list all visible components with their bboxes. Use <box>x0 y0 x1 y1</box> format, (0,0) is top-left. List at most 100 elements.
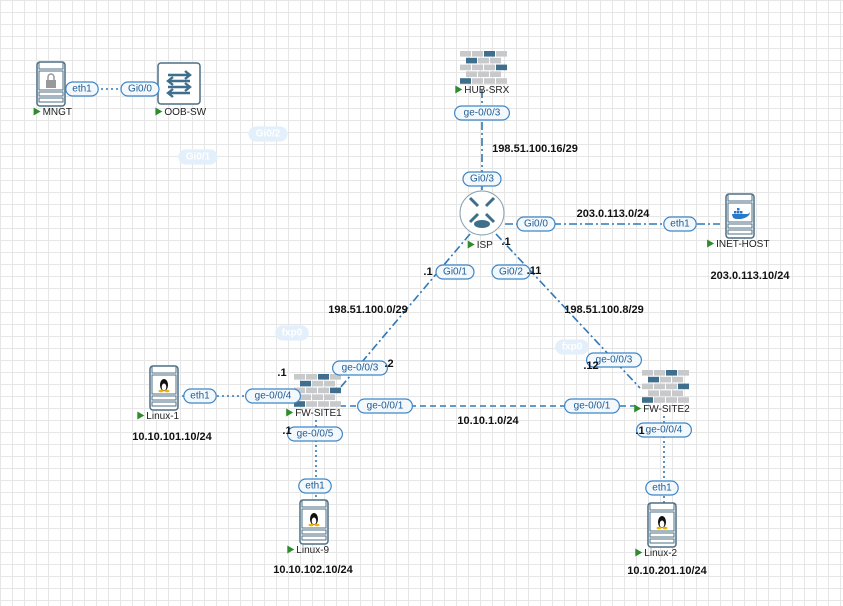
port-label[interactable]: Gi0/0 <box>120 81 160 97</box>
firewall-brick <box>460 51 471 57</box>
router-arrow <box>484 196 496 208</box>
port-text: eth1 <box>190 391 210 402</box>
play-icon <box>455 85 463 94</box>
firewall-brick <box>306 374 317 380</box>
node-linux-1[interactable]: Linux-1 <box>137 365 180 422</box>
port-text: Gi0/2 <box>256 129 281 140</box>
firewall-brick <box>678 383 689 390</box>
subnet-label: 203.0.113.0/24 <box>577 208 651 220</box>
subnet-label: 10.10.102.10/24 <box>273 564 353 576</box>
subnet-label: 198.51.100.0/29 <box>328 304 408 316</box>
port-label[interactable]: ge-0/0/1 <box>357 398 414 414</box>
port-pill <box>563 398 620 414</box>
port-pill <box>663 216 697 232</box>
firewall-brick <box>318 374 329 380</box>
port-label[interactable]: ge-0/0/5 <box>287 426 344 442</box>
linux-foot <box>308 523 314 527</box>
node-fw-site2[interactable]: FW-SITE2 <box>634 370 690 415</box>
ip-suffix-label: .1 <box>282 425 291 437</box>
router-arrow <box>468 196 480 208</box>
port-label[interactable]: eth1 <box>183 388 217 404</box>
play-icon <box>155 107 163 116</box>
port-text: ge-0/0/4 <box>646 425 683 436</box>
port-label[interactable]: ge-0/0/3 <box>332 360 389 376</box>
node-inet-host[interactable]: INET-HOST <box>707 193 769 250</box>
port-label[interactable]: Gi0/2 <box>248 126 288 142</box>
port-text: ge-0/0/1 <box>367 401 404 412</box>
firewall-brick <box>330 387 341 394</box>
port-label[interactable]: Gi0/3 <box>462 171 502 187</box>
nodes-layer: MNGT OOB-SW HUB-SRX ISP INET-HOST FW-SITE1 FW-… <box>33 51 769 559</box>
firewall-brick <box>654 383 665 390</box>
port-pill <box>516 216 556 232</box>
subnet-label: 10.10.201.10/24 <box>627 565 707 577</box>
port-pill <box>645 480 679 496</box>
firewall-brick <box>318 387 329 394</box>
port-label[interactable]: ge-0/0/4 <box>635 422 692 438</box>
firewall-brick <box>642 397 653 403</box>
node-hub-srx[interactable]: HUB-SRX <box>455 51 510 96</box>
port-pill <box>65 81 99 97</box>
port-label[interactable]: Gi0/1 <box>435 264 475 280</box>
port-label[interactable]: fxp0 <box>275 325 309 341</box>
server-bay <box>649 538 675 544</box>
port-label[interactable]: ge-0/0/1 <box>563 398 620 414</box>
server-bay <box>38 61 64 70</box>
port-label[interactable]: Gi0/1 <box>178 149 218 165</box>
port-text: ge-0/0/4 <box>255 391 292 402</box>
firewall-brick <box>294 387 305 394</box>
port-label[interactable]: eth1 <box>298 478 332 494</box>
node-linux-2[interactable]: Linux-2 <box>635 502 678 559</box>
firewall-brick <box>678 370 689 376</box>
firewall-brick <box>318 401 329 407</box>
node-label: OOB-SW <box>164 107 206 118</box>
subnet-label: 10.10.101.10/24 <box>132 431 212 443</box>
port-label[interactable]: eth1 <box>645 480 679 496</box>
port-label[interactable]: ge-0/0/3 <box>585 352 642 368</box>
port-text: eth1 <box>305 481 325 492</box>
port-label[interactable]: Gi0/0 <box>516 216 556 232</box>
firewall-brick <box>466 57 477 64</box>
node-label: Linux-2 <box>644 548 677 559</box>
port-label[interactable]: eth1 <box>663 216 697 232</box>
port-label[interactable]: eth1 <box>65 81 99 97</box>
port-text: Gi0/0 <box>128 84 152 95</box>
link-isp-fw-site2[interactable] <box>495 233 641 389</box>
node-oob-sw[interactable]: OOB-SW <box>155 62 207 118</box>
node-mngt[interactable]: MNGT <box>33 61 72 118</box>
firewall-brick <box>484 78 495 84</box>
firewall-brick <box>312 394 323 400</box>
port-text: Gi0/1 <box>443 267 467 278</box>
linux-foot <box>164 389 170 393</box>
linux-foot <box>314 523 320 527</box>
server-bay <box>727 223 753 229</box>
firewall-brick <box>496 64 507 71</box>
firewall-brick <box>490 71 501 77</box>
port-text: ge-0/0/5 <box>297 429 334 440</box>
ip-suffix-label: .2 <box>384 358 393 370</box>
port-label[interactable]: ge-0/0/3 <box>454 105 511 121</box>
server-bay <box>649 532 675 538</box>
ip-suffix-label: .1 <box>635 425 644 437</box>
server-bay <box>649 502 675 511</box>
port-pill <box>287 426 344 442</box>
port-text: ge-0/0/3 <box>464 108 501 119</box>
server-bay <box>301 508 327 529</box>
port-label[interactable]: fxp0 <box>555 339 589 355</box>
node-fw-site1[interactable]: FW-SITE1 <box>286 374 342 419</box>
firewall-brick <box>648 376 659 383</box>
docker-box <box>734 211 737 214</box>
node-isp[interactable]: ISP <box>459 190 505 251</box>
firewall-brick <box>484 51 495 57</box>
server-bay <box>727 229 753 235</box>
port-pill <box>248 126 288 142</box>
server-bay <box>727 202 753 223</box>
port-label[interactable]: ge-0/0/4 <box>245 388 302 404</box>
port-pill <box>635 422 692 438</box>
ip-suffix-label: .1 <box>277 367 286 379</box>
port-label[interactable]: Gi0/2 <box>491 264 531 280</box>
subnet-label: 198.51.100.16/29 <box>492 143 578 155</box>
node-linux-9[interactable]: Linux-9 <box>287 499 330 556</box>
